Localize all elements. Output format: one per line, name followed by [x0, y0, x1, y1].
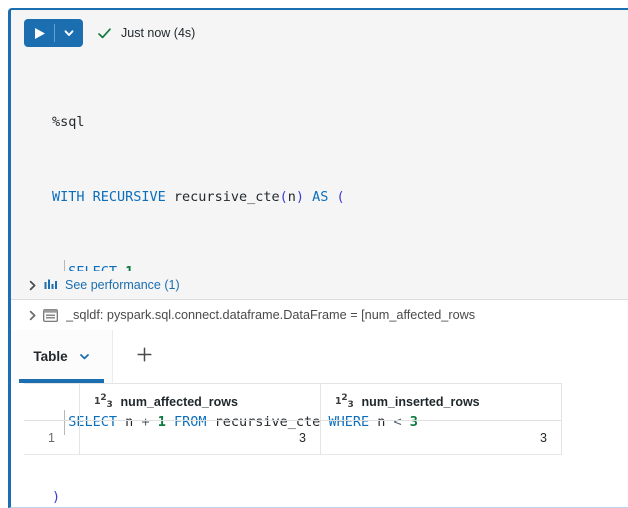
result-tabs: Table: [11, 330, 628, 383]
table-header-row: 123 num_affected_rows 123 num_inserted_r…: [24, 384, 562, 421]
cell-toolbar: Just now (4s): [11, 10, 628, 56]
chevron-right-icon[interactable]: [21, 280, 43, 291]
row-number-cell: 1: [24, 421, 80, 454]
see-performance-link[interactable]: See performance (1): [65, 278, 180, 292]
table-cell-num-inserted-rows[interactable]: 3: [321, 421, 562, 454]
sqldf-output-text: _sqldf: pyspark.sql.connect.dataframe.Da…: [66, 308, 476, 322]
row-number-header: [24, 384, 80, 420]
column-header-num-inserted-rows[interactable]: 123 num_inserted_rows: [321, 384, 562, 420]
run-button[interactable]: [24, 19, 83, 47]
tab-table-chevron-down-icon[interactable]: [79, 351, 90, 362]
code-line: WITH RECURSIVE recursive_cte(n) AS (: [52, 189, 345, 205]
bar-chart-icon: [43, 278, 58, 292]
numeric-type-icon: 123: [94, 393, 113, 411]
numeric-type-icon: 123: [335, 393, 354, 411]
tab-table-label: Table: [33, 349, 68, 364]
cell-status: Just now (4s): [97, 26, 195, 41]
table-cell-num-affected-rows[interactable]: 3: [80, 421, 321, 454]
column-header-label: num_affected_rows: [120, 395, 238, 409]
run-button-divider: [54, 24, 55, 42]
plus-icon: [136, 346, 153, 368]
check-icon: [97, 26, 112, 41]
see-performance-row[interactable]: See performance (1): [11, 271, 628, 299]
sqldf-output-row[interactable]: _sqldf: pyspark.sql.connect.dataframe.Da…: [11, 299, 628, 331]
table-icon: [43, 308, 58, 322]
tab-table[interactable]: Table: [11, 330, 113, 383]
column-header-label: num_inserted_rows: [361, 395, 480, 409]
code-line: SELECT n + 1 FROM recursive_cte WHERE n …: [11, 410, 628, 435]
play-icon[interactable]: [24, 27, 54, 40]
run-options-chevron-down-icon[interactable]: [55, 27, 83, 39]
table-row[interactable]: 1 3 3: [24, 421, 562, 455]
code-editor[interactable]: %sql WITH RECURSIVE recursive_cte(n) AS …: [11, 56, 628, 505]
sqldf-chevron-right-icon[interactable]: [21, 310, 43, 321]
column-header-num-affected-rows[interactable]: 123 num_affected_rows: [80, 384, 321, 420]
notebook-cell[interactable]: Just now (4s) %sql WITH RECURSIVE recurs…: [8, 8, 628, 508]
result-table[interactable]: 123 num_affected_rows 123 num_inserted_r…: [24, 383, 562, 455]
code-line: %sql: [52, 114, 85, 130]
code-line: ): [52, 489, 61, 505]
add-tab-button[interactable]: [113, 330, 175, 383]
status-text: Just now (4s): [121, 26, 196, 40]
